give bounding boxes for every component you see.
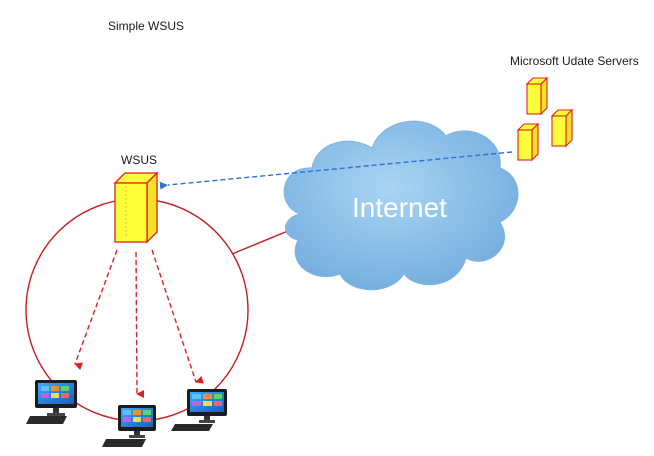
desktop-computer-icon [102, 405, 156, 447]
wsus-server-icon [113, 171, 159, 244]
update-sync-arrow [159, 151, 513, 190]
client-arrow-right [151, 249, 204, 384]
microsoft-server-icon [550, 108, 574, 148]
internet-label: Internet [352, 192, 447, 223]
client-arrow-center [135, 251, 145, 398]
microsoft-servers-label: Microsoft Udate Servers [510, 54, 639, 68]
desktop-computer-icon [171, 389, 227, 431]
desktop-computer-icon [26, 380, 77, 424]
client-arrow-left [74, 249, 118, 371]
microsoft-server-icon [525, 76, 549, 116]
microsoft-server-icon [516, 122, 540, 162]
page-title: Simple WSUS [108, 19, 184, 33]
wsus-label: WSUS [121, 153, 157, 167]
cloud-icon: Internet [283, 120, 519, 291]
